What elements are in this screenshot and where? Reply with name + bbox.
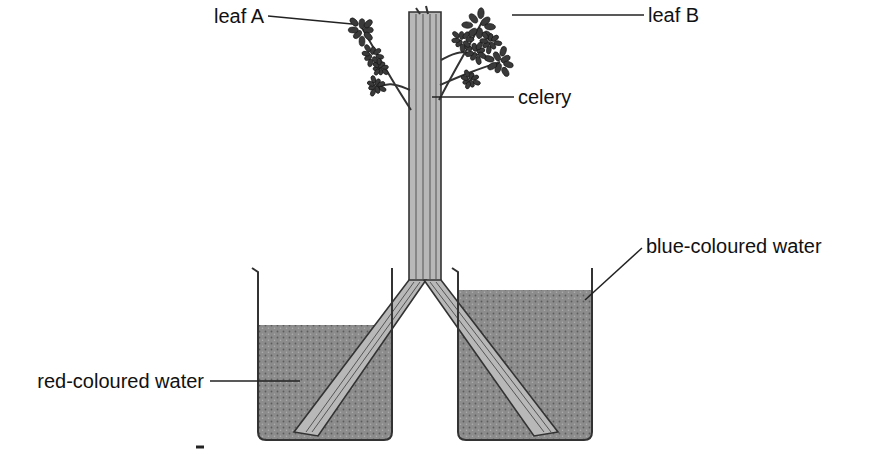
leaf-stem — [362, 28, 411, 110]
celery-stalk — [294, 12, 558, 436]
leaflet — [363, 18, 374, 29]
leaflet — [462, 21, 473, 28]
stalk-rib — [436, 14, 437, 280]
leaf-stem — [426, 6, 428, 14]
leader-line — [585, 248, 642, 300]
leaflet — [374, 86, 381, 95]
stalk-rib — [430, 282, 544, 432]
leader-line — [268, 16, 352, 24]
leader-line — [432, 96, 514, 98]
leader-line — [210, 380, 300, 382]
leaflet — [359, 19, 365, 29]
leaflet — [373, 68, 381, 76]
stalk-part — [409, 12, 441, 282]
leaflet — [499, 46, 507, 57]
leaflet — [363, 27, 373, 33]
stalk-part — [424, 280, 558, 436]
leaflet — [484, 23, 495, 30]
leaflet — [465, 81, 472, 90]
leaflet — [466, 37, 474, 42]
stalk-part — [294, 280, 426, 436]
leaflet — [465, 50, 475, 57]
left-beaker — [252, 268, 392, 440]
stalk-rib — [312, 282, 420, 432]
part-label: leaf B — [648, 4, 699, 26]
leaflet — [348, 27, 358, 33]
leaf-stem — [439, 22, 482, 100]
part-label: celery — [518, 86, 571, 108]
stalk-rib — [306, 282, 414, 432]
leaflet — [348, 16, 359, 27]
mark — [196, 446, 204, 449]
leaf-stem — [416, 8, 420, 14]
part-label: blue-coloured water — [646, 235, 822, 257]
leaflet — [492, 51, 502, 63]
leaflet — [500, 66, 510, 78]
leaflet — [359, 36, 365, 46]
leaflet — [477, 8, 484, 19]
right-beaker — [452, 268, 592, 440]
part-label: red-coloured water — [37, 370, 204, 392]
stalk-rib — [423, 14, 424, 280]
leaflet — [487, 61, 499, 71]
leader-line — [512, 14, 644, 16]
part-label: leaf A — [214, 5, 264, 27]
celery-leaves — [348, 6, 514, 110]
leaflet — [452, 38, 460, 43]
stalk-rib — [416, 14, 417, 280]
stalk-rib — [436, 282, 551, 432]
leaflet — [488, 41, 497, 50]
stalk-rib — [430, 14, 431, 280]
